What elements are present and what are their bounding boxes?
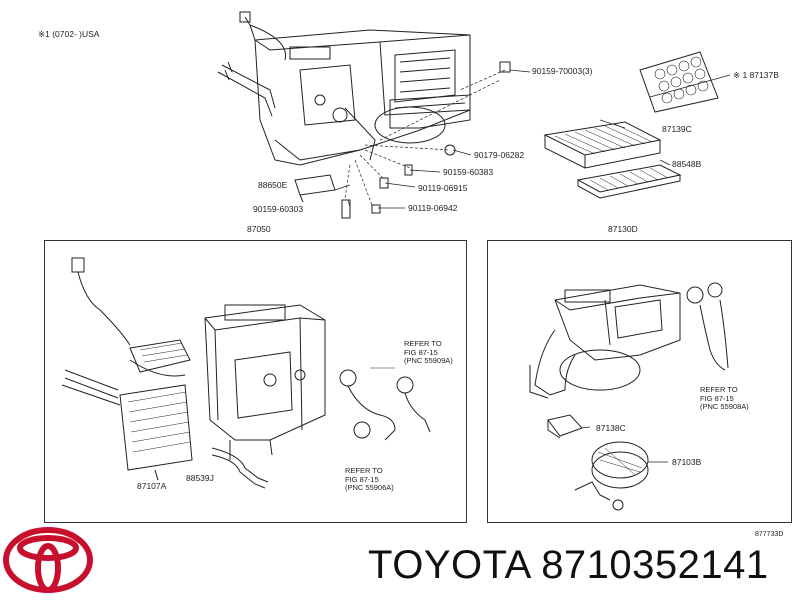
part-number: 8710352141 — [541, 543, 769, 587]
refer-note-55909A: REFER TO FIG 87-15 (PNC 55909A) — [404, 339, 453, 366]
part-label-90119-06942: 90119-06942 — [408, 203, 458, 213]
refer-note-55908A: REFER TO FIG 87-15 (PNC 55908A) — [700, 385, 749, 412]
blower-motor-87103B-illustration — [574, 441, 668, 511]
part-label-87107A: 87107A — [137, 481, 167, 491]
applicability-note: ※1 (0702- )USA — [38, 29, 100, 39]
part-label-88650E: 88650E — [258, 180, 288, 190]
toyota-logo-icon — [3, 527, 93, 593]
hose-88539J-illustration — [211, 447, 269, 489]
part-label-88548B: 88548B — [672, 159, 702, 169]
wire-harness-right-illustration — [686, 282, 729, 371]
part-label-88539J: 88539J — [186, 473, 214, 483]
brand-name: TOYOTA — [368, 543, 530, 587]
leader-lines-top — [334, 69, 731, 209]
filter-case-87137B-illustration — [639, 51, 719, 113]
servo-motors-left-illustration — [339, 367, 431, 441]
refer-note-55906A: REFER TO FIG 87-15 (PNC 55906A) — [345, 466, 394, 493]
part-label-87103B: 87103B — [672, 457, 702, 467]
left-box-title: 87050 — [247, 224, 271, 234]
illustration-code: 877733D — [755, 531, 784, 538]
part-label-87139C: 87139C — [662, 124, 692, 134]
filter-87139C-illustration — [543, 121, 662, 169]
wire-harness-left-illustration — [71, 257, 186, 377]
part-label-87138C: 87138C — [596, 423, 626, 433]
filter-88548B-illustration — [576, 164, 682, 199]
right-box-title: 87130D — [608, 224, 638, 234]
heater-unit-top-illustration — [217, 11, 471, 166]
fasteners-top — [294, 61, 511, 219]
refer-note-line: REFER TO — [404, 339, 442, 348]
part-label-90159-60383: 90159-60383 — [443, 167, 494, 177]
part-label-90159-60303: 90159-60303 — [253, 204, 304, 214]
refer-note-line: (PNC 55908A) — [700, 402, 749, 412]
blower-unit-right-illustration — [529, 284, 681, 399]
resistor-87138C-illustration — [547, 414, 591, 439]
refer-note-line: REFER TO — [700, 385, 738, 394]
refer-note-line: FIG 87-15 — [700, 393, 734, 403]
part-label-90159-70003: 90159-70003(3) — [532, 66, 593, 76]
left-assembly-box — [44, 240, 467, 523]
part-label-90119-06915: 90119-06915 — [418, 183, 468, 193]
heater-unit-left-illustration — [204, 304, 326, 460]
right-assembly-box — [487, 240, 792, 523]
refer-note-line: FIG 87-15 — [345, 474, 379, 484]
brand-part-number: TOYOTA 8710352141 — [368, 545, 769, 585]
refer-note-line: FIG 87-15 — [404, 347, 438, 357]
refer-note-line: (PNC 55906A) — [345, 483, 394, 493]
part-label-87137B: ※ 1 87137B — [733, 70, 779, 80]
refer-note-line: REFER TO — [345, 466, 383, 475]
refer-note-line: (PNC 55909A) — [404, 356, 453, 366]
part-label-90179-06282: 90179-06282 — [474, 150, 525, 160]
